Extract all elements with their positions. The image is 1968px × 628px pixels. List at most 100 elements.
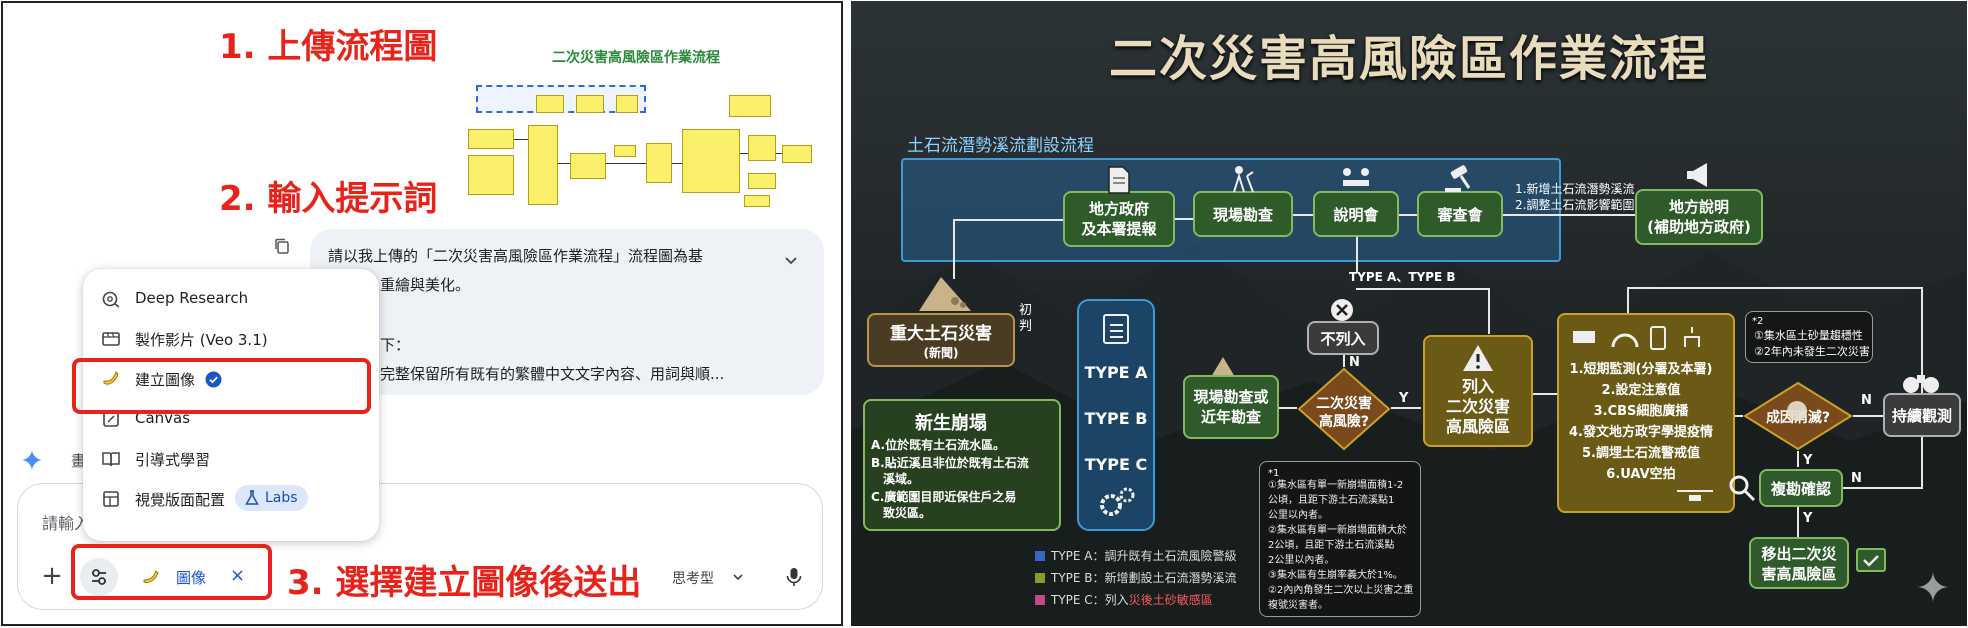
node-local-gov: 地方政府 及本署提報 <box>1063 191 1175 247</box>
expand-chevron-icon[interactable] <box>784 253 798 267</box>
action-item: 4.發文地方政字學提疫情 <box>1569 425 1713 440</box>
thumb-box <box>614 145 636 157</box>
label-no: N <box>1851 471 1862 486</box>
menu-item-deep-research[interactable]: Deep Research <box>83 279 379 319</box>
legend-item: TYPE A：調升既有土石流風險警級 <box>1035 547 1237 564</box>
surveyor-icon <box>1233 166 1254 193</box>
node-recheck: 複勘確認 <box>1759 469 1843 507</box>
node-remove-high-risk: 移出二次災 害高風險區 <box>1749 537 1849 589</box>
gavel-icon <box>1445 165 1471 192</box>
node-not-listed: 不列入 <box>1307 321 1379 355</box>
thumbnail-title: 二次災害高風險區作業流程 <box>552 50 720 66</box>
menu-item-video[interactable]: 製作影片 (Veo 3.1) <box>83 319 379 359</box>
magnifier-icon <box>1729 475 1756 502</box>
node-review: 審查會 <box>1417 191 1503 237</box>
meeting-icon <box>1343 168 1369 186</box>
thumb-box <box>748 135 776 161</box>
label-yes: Y <box>1803 511 1813 526</box>
microphone-icon[interactable] <box>784 566 804 588</box>
node-recent-survey: 現場勘查或 近年勘查 <box>1183 375 1279 439</box>
copy-icon[interactable] <box>274 238 290 254</box>
drone-icon <box>1677 490 1713 501</box>
label-no: N <box>1349 355 1360 370</box>
chevron-down-icon[interactable] <box>732 571 744 583</box>
video-icon <box>102 332 120 346</box>
add-attachment-button[interactable]: + <box>41 561 63 591</box>
note-1-line: ②2內內角發生二次以上災害之重 <box>1268 585 1414 596</box>
label-type-ab: TYPE A、TYPE B <box>1349 270 1456 284</box>
gemini-sparkle-watermark-icon <box>1917 571 1949 603</box>
thumb-box <box>576 95 604 113</box>
thumb-box <box>468 155 514 195</box>
note-1-line: ②集水區有單一新崩塌面積大於 <box>1268 525 1407 536</box>
megaphone-icon <box>1687 163 1707 187</box>
menu-item-create-image[interactable]: 建立圖像 <box>83 359 379 399</box>
prompt-line: 請以我上傳的「二次災害高風險區作業流程」流程圖為基 <box>328 247 704 265</box>
warning-icon <box>1463 345 1493 371</box>
node-major-disaster: 重大土石災害 (新聞) <box>867 313 1015 367</box>
banana-icon <box>103 371 119 385</box>
thumb-box <box>570 153 606 179</box>
decision-secondary-risk-label: 二次災害 高風險? <box>1316 396 1372 430</box>
thumb-box <box>468 129 514 149</box>
flowchart-subtitle: 土石流潛勢溪流劃設流程 <box>907 136 1094 156</box>
annotation-step3: 3. 選擇建立圖像後送出 <box>287 563 642 603</box>
node-briefing: 說明會 <box>1313 191 1399 237</box>
menu-item-guided-learning[interactable]: 引導式學習 <box>83 439 379 479</box>
legend-swatch <box>1035 573 1045 583</box>
labs-badge-label: Labs <box>265 490 298 506</box>
label-no: N <box>1861 393 1872 408</box>
thumb-box <box>729 95 771 117</box>
note-1-line: 公頃，且距下游土石流溪點1 <box>1268 495 1395 506</box>
node-list-high-risk: 列入 二次災害 高風險區 <box>1423 335 1533 447</box>
landslide-icon <box>919 277 971 311</box>
note-1-line: ③集水區有生崩率義大於1%。 <box>1268 570 1403 581</box>
verified-check-icon <box>205 371 222 388</box>
remove-chip-button[interactable]: × <box>230 565 246 586</box>
menu-item-visual-layout[interactable]: 視覺版面配置 Labs <box>83 479 379 519</box>
document-icon <box>1108 166 1130 194</box>
node-site-survey: 現場勘查 <box>1193 191 1293 237</box>
node-continuous-monitor: 持續觀測 <box>1883 393 1961 437</box>
uploaded-flowchart-thumbnail[interactable]: 二次災害高風險區作業流程 <box>466 43 826 208</box>
model-mode-selector[interactable]: 思考型 <box>672 571 714 587</box>
flowchart-title: 二次災害高風險區作業流程 <box>1108 31 1709 87</box>
menu-item-label: 引導式學習 <box>135 451 211 469</box>
thumb-box <box>748 173 776 189</box>
initial-judgment-label: 初 判 <box>1019 303 1033 334</box>
prompt-line: 完整保留所有既有的繁體中文文字內容、用詞與順... <box>380 365 725 383</box>
legend-label: TYPE C：列入災後土砂敏感區 <box>1051 593 1213 607</box>
review-note-2: 2.調整土石流影響範圍 <box>1515 198 1635 212</box>
review-note-1: 1.新增土石流潛勢溪流 <box>1515 182 1635 196</box>
menu-item-label: 視覺版面配置 <box>135 491 226 509</box>
annotation-step1: 1. 上傳流程圖 <box>219 27 438 67</box>
action-item: 5.調埋土石流警戒值 <box>1582 446 1700 461</box>
menu-item-label: 建立圖像 <box>135 371 196 389</box>
menu-item-label: 製作影片 (Veo 3.1) <box>135 331 268 349</box>
tools-button[interactable] <box>80 558 118 596</box>
legend-swatch <box>1035 595 1045 605</box>
banana-icon <box>143 570 159 584</box>
action-item: 6.UAV空拍 <box>1606 467 1676 482</box>
legend-item: TYPE C：列入災後土砂敏感區 <box>1035 591 1213 608</box>
prompt-line: 下： <box>380 336 411 354</box>
prompt-input-placeholder[interactable]: 請輸入 <box>42 514 91 533</box>
user-prompt-bubble: 請以我上傳的「二次災害高風險區作業流程」流程圖為基 重繪與美化。 下： 完整保留… <box>310 229 824 395</box>
thumb-box <box>782 145 812 163</box>
certificate-check-icon <box>1856 548 1886 572</box>
generated-flowchart-image: 二次災害高風險區作業流程 土石流潛勢溪流劃設流程 地方政府 及本署提報 現場勘查… <box>851 1 1967 626</box>
response-text-partial: 畫 <box>71 452 87 470</box>
menu-item-label: Deep Research <box>135 289 249 307</box>
x-circle-icon <box>1331 299 1353 321</box>
thumb-box <box>682 129 740 193</box>
thumb-box <box>616 95 638 113</box>
note-1-line: 公里以內者。 <box>1268 510 1328 521</box>
flask-icon <box>245 490 259 505</box>
label-yes: Y <box>1803 453 1813 468</box>
thumb-box <box>744 195 770 207</box>
tools-menu: Deep Research 製作影片 (Veo 3.1) 建立圖像 <box>83 269 379 541</box>
legend-label: TYPE A：調升既有土石流風險警級 <box>1051 549 1237 563</box>
